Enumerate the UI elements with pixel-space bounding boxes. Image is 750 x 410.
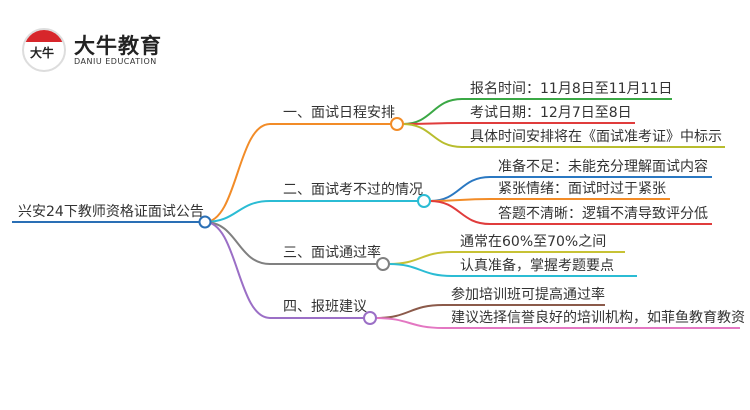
- leaf-text: 参加培训班可提高通过率: [451, 286, 605, 303]
- leaf-text: 答题不清晰：逻辑不清导致评分低: [498, 205, 708, 222]
- branch-title-1: 一、面试日程安排: [283, 105, 395, 121]
- logo-subtitle: DANIU EDUCATION: [74, 56, 157, 66]
- leaf-connector: [429, 198, 670, 202]
- root-collapse-toggle[interactable]: [198, 215, 212, 229]
- leaf-text: 通常在60%至70%之间: [460, 234, 606, 250]
- leaf-connector: [375, 317, 740, 329]
- logo-mark: 大牛: [22, 28, 66, 72]
- leaf-text: 考试日期：12月7日至8日: [470, 105, 632, 121]
- branch-connector: [204, 221, 364, 319]
- root-title: 兴安24下教师资格证面试公告: [18, 204, 204, 220]
- leaf-text: 具体时间安排将在《面试准考证》中标示: [470, 129, 722, 145]
- branch-title-3: 三、面试通过率: [283, 244, 381, 261]
- branch-title-2: 二、面试考不过的情况: [283, 182, 423, 198]
- branch-title-4: 四、报班建议: [283, 299, 367, 315]
- leaf-text: 紧张情绪：面试时过于紧张: [498, 181, 666, 197]
- branch-connector: [204, 221, 377, 265]
- leaf-text: 建议选择信誉良好的培训机构，如菲鱼教育教资: [451, 309, 745, 326]
- branch-collapse-toggle[interactable]: [363, 311, 377, 325]
- leaf-connector: [429, 200, 712, 225]
- leaf-text: 认真准备，掌握考题要点: [460, 257, 614, 274]
- leaf-text: 报名时间：11月8日至11月11日: [470, 81, 672, 97]
- branch-connector: [204, 200, 418, 223]
- leaf-text: 准备不足：未能充分理解面试内容: [498, 158, 708, 175]
- logo-name: 大牛教育: [74, 33, 162, 58]
- branch-connector: [204, 123, 391, 223]
- leaf-connector: [388, 263, 637, 277]
- branch-collapse-toggle[interactable]: [417, 194, 431, 208]
- branch-collapse-toggle[interactable]: [390, 117, 404, 131]
- branch-collapse-toggle[interactable]: [376, 257, 390, 271]
- logo: 大牛 大牛教育 DANIU EDUCATION: [22, 28, 162, 72]
- leaf-connector: [402, 123, 725, 148]
- leaf-connector: [402, 122, 635, 125]
